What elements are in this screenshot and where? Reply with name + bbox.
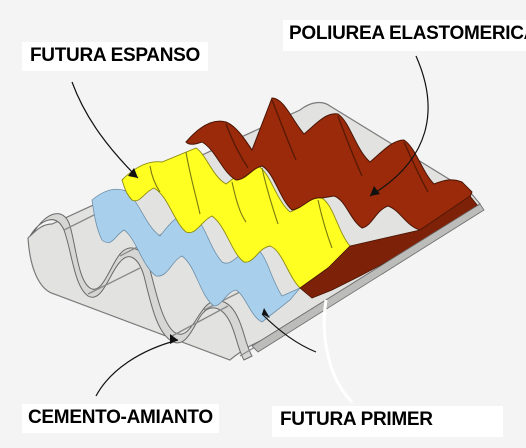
arrow-heads xyxy=(128,168,380,344)
espanso-ridges xyxy=(149,151,333,249)
label-cemento-amianto: CEMENTO-AMIANTO xyxy=(22,404,219,433)
sheet-lip xyxy=(251,203,485,353)
primer-layer xyxy=(91,188,301,323)
sheet-front-edge xyxy=(29,213,253,361)
label-futura-primer: FUTURA PRIMER xyxy=(272,406,503,437)
label-futura-espanso: FUTURA ESPANSO xyxy=(22,42,208,71)
espanso-layer xyxy=(121,147,357,289)
pointer-arrows xyxy=(71,55,429,404)
poliurea-front-strip xyxy=(299,195,479,299)
label-poliurea-elastomerica: POLIUREA ELASTOMERICA xyxy=(283,20,526,51)
primer-pointer xyxy=(261,313,317,353)
poliurea-ridges xyxy=(225,99,429,193)
